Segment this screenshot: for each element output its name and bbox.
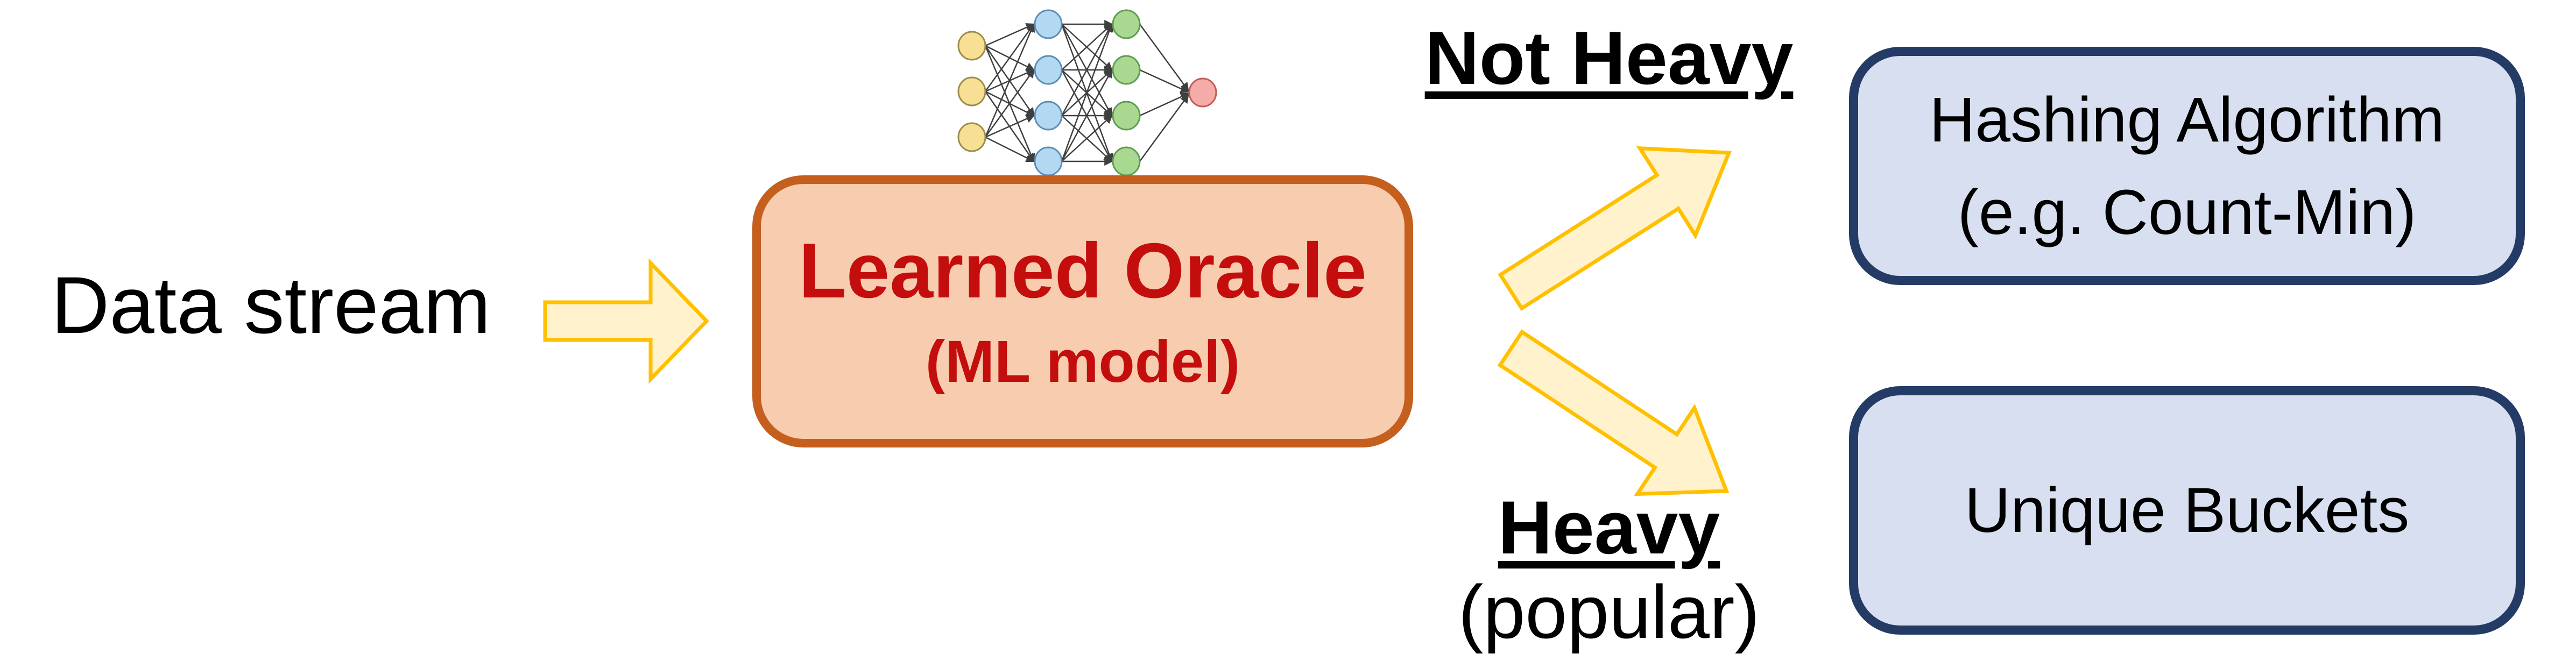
learned-oracle-box: Learned Oracle (ML model) <box>752 175 1413 447</box>
unique-buckets-box: Unique Buckets <box>1849 386 2525 635</box>
nn-hidden2-layer <box>1112 9 1141 176</box>
learned-oracle-subtitle: (ML model) <box>925 328 1240 395</box>
unique-buckets-label: Unique Buckets <box>1964 475 2410 546</box>
nn-input-layer <box>957 31 986 152</box>
nn-input-node <box>957 76 986 106</box>
not-heavy-arrow <box>1498 146 1732 311</box>
nn-input-node <box>957 31 986 61</box>
heavy-popular-note: (popular) <box>1458 570 1760 654</box>
neural-network-icon <box>957 9 1217 176</box>
nn-hidden1-layer <box>1034 9 1063 176</box>
nn-hidden1-node <box>1034 146 1063 176</box>
nn-hidden1-node <box>1034 55 1063 85</box>
nn-hidden2-node <box>1112 55 1141 85</box>
nn-hidden2-node <box>1112 9 1141 39</box>
heavy-arrow <box>1497 329 1730 496</box>
hashing-algorithm-line2: (e.g. Count-Min) <box>1957 176 2417 248</box>
learned-oracle-title: Learned Oracle <box>799 226 1367 314</box>
nn-edges <box>984 19 1190 166</box>
hashing-algorithm-line1: Hashing Algorithm <box>1929 84 2445 155</box>
data-stream-label: Data stream <box>51 260 491 350</box>
not-heavy-label: Not Heavy <box>1424 16 1794 100</box>
nn-hidden2-node <box>1112 101 1141 131</box>
heavy-label: Heavy <box>1498 485 1720 570</box>
nn-hidden1-node <box>1034 9 1063 39</box>
nn-hidden1-node <box>1034 101 1063 131</box>
input-arrow <box>543 258 709 384</box>
nn-output-layer <box>1188 77 1217 108</box>
nn-input-node <box>957 122 986 152</box>
hashing-algorithm-box: Hashing Algorithm (e.g. Count-Min) <box>1849 47 2525 285</box>
nn-hidden2-node <box>1112 146 1141 176</box>
nn-output-node <box>1188 77 1217 108</box>
flow-arrows-group <box>543 146 1732 496</box>
